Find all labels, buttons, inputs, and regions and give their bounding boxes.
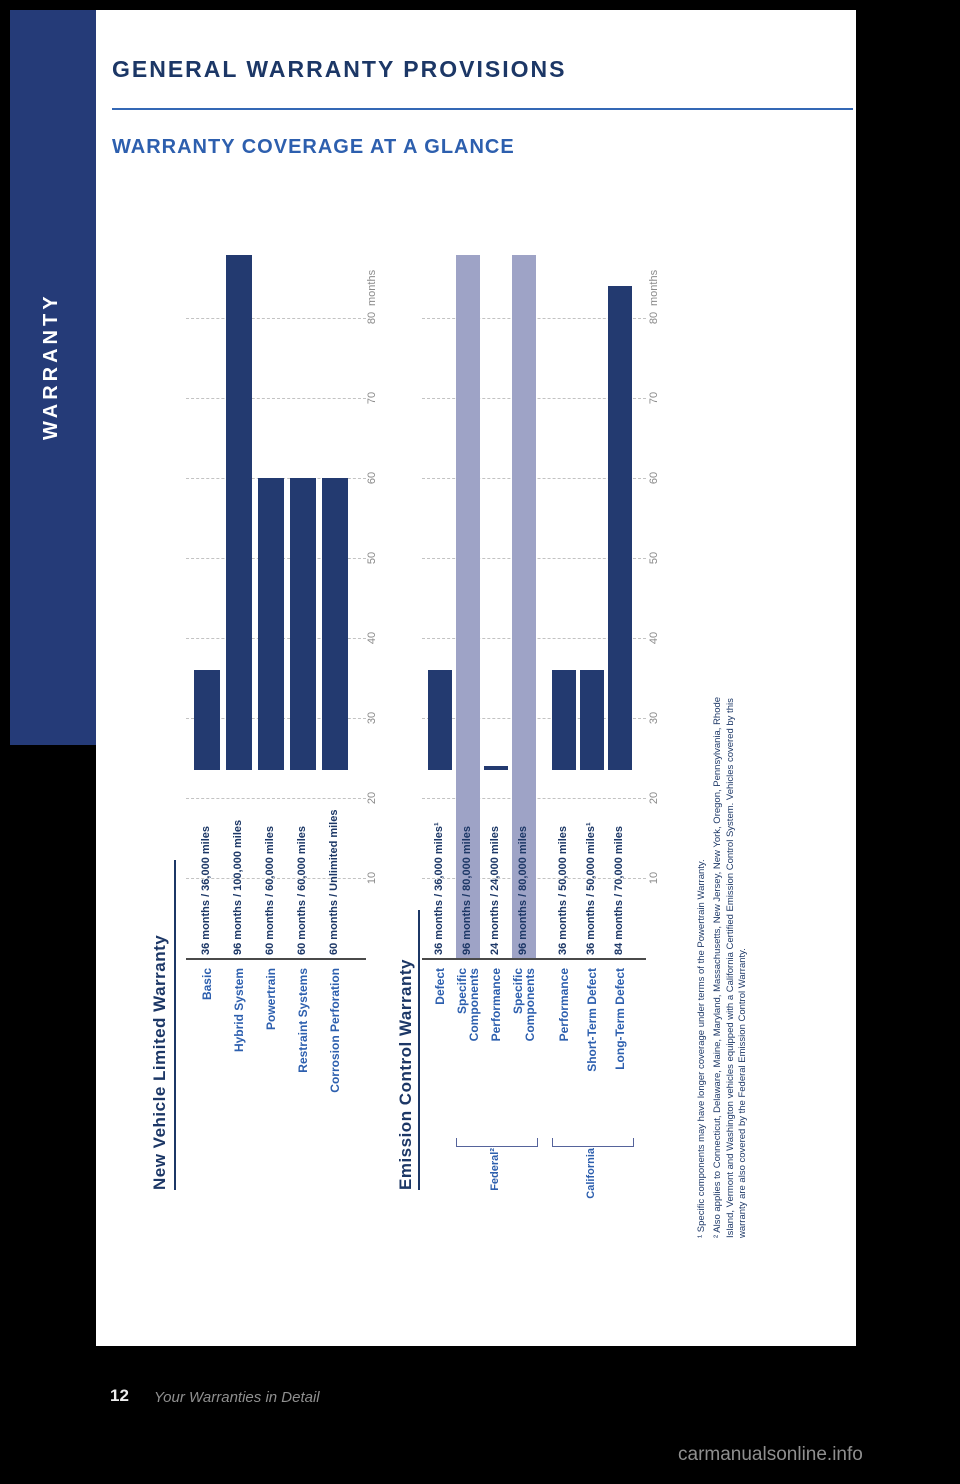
warranty-bar — [194, 670, 220, 770]
bar-category-label: Performance — [489, 968, 503, 1042]
bar-value-label: 60 months / 60,000 miles — [296, 825, 308, 955]
warranty-bar — [428, 670, 452, 770]
bar-value-label: 96 months / 80,000 miles — [517, 825, 529, 955]
bar-value-label: 84 months / 70,000 miles — [613, 825, 625, 955]
bar-category-label: Basic — [200, 968, 214, 1001]
warranty-bar — [608, 286, 632, 770]
bar-value-label: 96 months / 100,000 miles — [232, 819, 244, 955]
axis-tick-label: 30 — [648, 711, 660, 725]
axis-tick-label: 60 — [648, 471, 660, 485]
axis-tick-label: 80 — [648, 311, 660, 325]
warranty-bar — [580, 670, 604, 770]
bar-value-label: 24 months / 24,000 miles — [489, 825, 501, 955]
axis-tick-label: 10 — [366, 871, 378, 885]
gridline — [186, 318, 366, 319]
bar-value-label: 36 months / 36,000 miles — [200, 825, 212, 955]
bar-category-label: Long-Term Defect — [613, 968, 627, 1070]
axis-tick-label: 70 — [366, 391, 378, 405]
axis-unit-label: months — [366, 269, 378, 306]
axis-tick-label: 70 — [648, 391, 660, 405]
bar-value-label: 36 months / 50,000 miles¹ — [585, 822, 597, 955]
chart-title: Emission Control Warranty — [396, 958, 415, 1190]
bar-value-label: 36 months / 50,000 miles — [557, 825, 569, 955]
baseline-axis — [422, 958, 646, 960]
axis-tick-label: 80 — [366, 311, 378, 325]
warranty-bar — [484, 766, 508, 770]
warranty-bar — [512, 255, 536, 958]
bar-category-label: Specific Components — [455, 968, 481, 1042]
page-title: GENERAL WARRANTY PROVISIONS — [112, 56, 567, 82]
title-rule — [112, 108, 853, 110]
bar-category-label: Short-Term Defect — [585, 968, 599, 1072]
gridline — [186, 878, 366, 879]
footnote-2: ² Also applies to Connecticut, Delaware,… — [711, 696, 749, 1238]
watermark-text: carmanualsonline.info — [678, 1444, 863, 1465]
footer-section-title: Your Warranties in Detail — [154, 1389, 320, 1406]
axis-tick-label: 20 — [648, 791, 660, 805]
bar-category-label: Specific Components — [511, 968, 537, 1042]
bar-category-label: Hybrid System — [232, 968, 246, 1053]
axis-tick-label: 60 — [366, 471, 378, 485]
axis-tick-label: 50 — [648, 551, 660, 565]
axis-tick-label: 50 — [366, 551, 378, 565]
group-bracket-label: Federal² — [489, 1148, 501, 1191]
baseline-axis — [186, 958, 366, 960]
bar-value-label: 36 months / 36,000 miles¹ — [433, 822, 445, 955]
bar-category-label: Corrosion Perforation — [328, 968, 342, 1093]
section-subtitle: WARRANTY COVERAGE AT A GLANCE — [112, 136, 515, 158]
axis-tick-label: 10 — [648, 871, 660, 885]
group-bracket — [456, 1138, 538, 1147]
warranty-bar — [552, 670, 576, 770]
group-bracket-label: California — [585, 1148, 597, 1199]
warranty-bar — [258, 478, 284, 770]
bar-value-label: 96 months / 80,000 miles — [461, 825, 473, 955]
bar-category-label: Performance — [557, 968, 571, 1042]
bar-value-label: 60 months / 60,000 miles — [264, 825, 276, 955]
page-number: 12 — [110, 1386, 129, 1405]
gridline — [186, 398, 366, 399]
sidebar-warranty-tab: WARRANTY — [10, 10, 96, 745]
warranty-bar — [226, 255, 252, 770]
axis-tick-label: 40 — [366, 631, 378, 645]
chart-title-underline — [174, 860, 176, 1190]
warranty-bar — [456, 255, 480, 958]
bar-value-label: 60 months / Unlimited miles — [328, 809, 340, 955]
axis-unit-label: months — [648, 269, 660, 306]
bar-category-label: Restraint Systems — [296, 968, 310, 1073]
document-page: GENERAL WARRANTY PROVISIONS WARRANTY COV… — [96, 10, 856, 1346]
axis-tick-label: 20 — [366, 791, 378, 805]
bar-category-label: Powertrain — [264, 968, 278, 1031]
sidebar-warranty-label: WARRANTY — [40, 292, 62, 440]
chart-title-underline — [418, 910, 420, 1190]
footnote-1: ¹ Specific components may have longer co… — [696, 859, 707, 1238]
warranty-bar — [322, 478, 348, 770]
chart-title: New Vehicle Limited Warranty — [150, 934, 169, 1190]
axis-tick-label: 30 — [366, 711, 378, 725]
bar-category-label: Defect — [433, 968, 447, 1005]
gridline — [186, 798, 366, 799]
group-bracket — [552, 1138, 634, 1147]
footnotes-block: ¹ Specific components may have longer co… — [696, 690, 758, 1238]
warranty-bar — [290, 478, 316, 770]
axis-tick-label: 40 — [648, 631, 660, 645]
